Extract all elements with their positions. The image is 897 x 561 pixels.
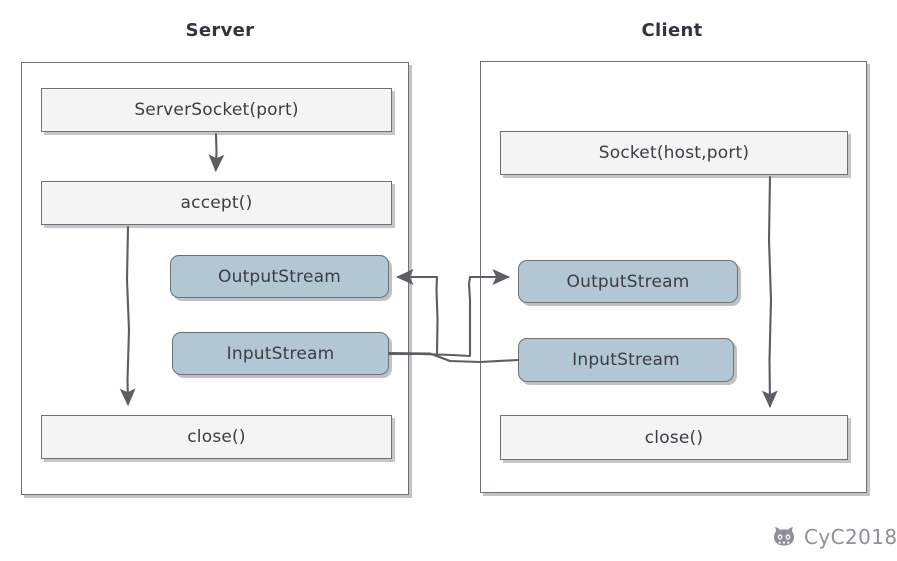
- node-accept[interactable]: accept(): [41, 181, 392, 225]
- node-server-output-stream[interactable]: OutputStream: [170, 255, 389, 298]
- node-client-input-stream[interactable]: InputStream: [518, 338, 734, 382]
- watermark-text: CyC2018: [804, 525, 897, 549]
- node-server-input-stream[interactable]: InputStream: [172, 332, 389, 375]
- client-panel-title: Client: [641, 20, 703, 41]
- node-client-output-stream[interactable]: OutputStream: [518, 260, 738, 303]
- node-client-close[interactable]: close(): [500, 415, 848, 460]
- node-server-close[interactable]: close(): [41, 415, 392, 459]
- node-client-socket[interactable]: Socket(host,port): [500, 131, 848, 175]
- node-server-socket[interactable]: ServerSocket(port): [41, 88, 392, 132]
- github-octocat-icon: [774, 527, 794, 546]
- watermark: CyC2018: [771, 524, 897, 550]
- server-panel-title: Server: [185, 20, 255, 41]
